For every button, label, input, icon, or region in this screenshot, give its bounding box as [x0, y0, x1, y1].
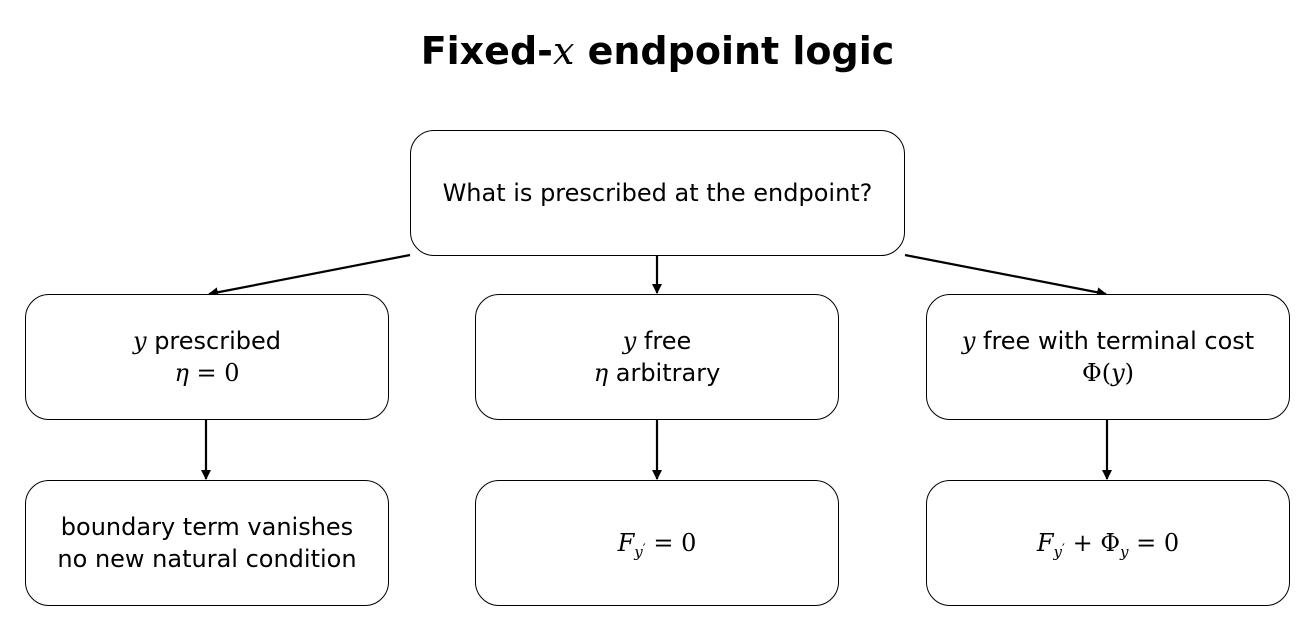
center-mid-desc: arbitrary [608, 359, 721, 387]
right-bottom-equation: Fy′ + Φy = 0 [1036, 527, 1180, 561]
center-bottom-equation: Fy′ = 0 [617, 527, 697, 561]
center-mid-eta: η [593, 359, 609, 387]
center-bottom-node: Fy′ = 0 [475, 480, 839, 606]
left-mid-eq: = 0 [188, 359, 240, 387]
center-mid-label: free [636, 327, 692, 355]
right-mid-label: free with terminal cost [975, 327, 1255, 355]
left-bottom-node: boundary term vanishes no new natural co… [25, 480, 389, 606]
edge-root-to-right [904, 253, 1107, 298]
right-mid-arg-open: ( [1101, 359, 1112, 387]
right-mid-arg: y [1111, 359, 1125, 387]
right-bottom-phi-sub-wrap: y [1120, 543, 1128, 561]
center-bottom-eq: = 0 [645, 529, 697, 557]
right-mid-arg-close: ) [1124, 359, 1134, 387]
title-variable: x [552, 29, 575, 73]
left-mid-node: y prescribed η = 0 [25, 294, 389, 420]
right-bottom-eq: = 0 [1128, 529, 1180, 557]
center-mid-line2: η arbitrary [594, 357, 721, 389]
title-suffix: endpoint logic [574, 29, 895, 73]
center-bottom-sub-y: y [634, 543, 643, 561]
left-mid-label: prescribed [146, 327, 281, 355]
left-mid-eta: η [174, 359, 189, 387]
center-mid-node: y free η arbitrary [475, 294, 839, 420]
title-prefix: Fixed- [420, 29, 553, 73]
left-mid-line1: y prescribed [133, 325, 281, 357]
left-bottom-line1: boundary term vanishes [60, 513, 354, 541]
center-mid-var: y [622, 327, 637, 355]
right-bottom-phi-sub: y [1120, 543, 1129, 561]
right-bottom-plus: + [1064, 529, 1101, 557]
left-mid-line2: η = 0 [174, 357, 239, 389]
center-mid-line1: y free [623, 325, 692, 357]
edge-root-to-left [208, 253, 411, 298]
right-mid-line2: Φ(y) [1082, 357, 1134, 389]
right-bottom-sub: y′ [1054, 543, 1065, 561]
right-bottom-F: F [1036, 529, 1054, 557]
center-bottom-sub: y′ [634, 543, 645, 561]
diagram-title: Fixed-x endpoint logic [0, 26, 1315, 76]
right-bottom-prime: ′ [1062, 542, 1065, 557]
right-bottom-sub-y: y [1053, 543, 1062, 561]
right-bottom-phi: Φ [1100, 529, 1121, 557]
right-mid-phi: Φ [1082, 359, 1102, 387]
left-bottom-line2: no new natural condition [57, 545, 357, 573]
center-bottom-prime: ′ [642, 542, 646, 557]
right-mid-line1: y free with terminal cost [962, 325, 1254, 357]
left-mid-var: y [133, 327, 147, 355]
right-mid-node: y free with terminal cost Φ(y) [926, 294, 1290, 420]
right-bottom-node: Fy′ + Φy = 0 [926, 480, 1290, 606]
center-bottom-F: F [617, 529, 635, 557]
right-mid-var: y [961, 327, 976, 355]
root-node: What is prescribed at the endpoint? [410, 130, 905, 256]
root-node-label: What is prescribed at the endpoint? [442, 179, 873, 207]
